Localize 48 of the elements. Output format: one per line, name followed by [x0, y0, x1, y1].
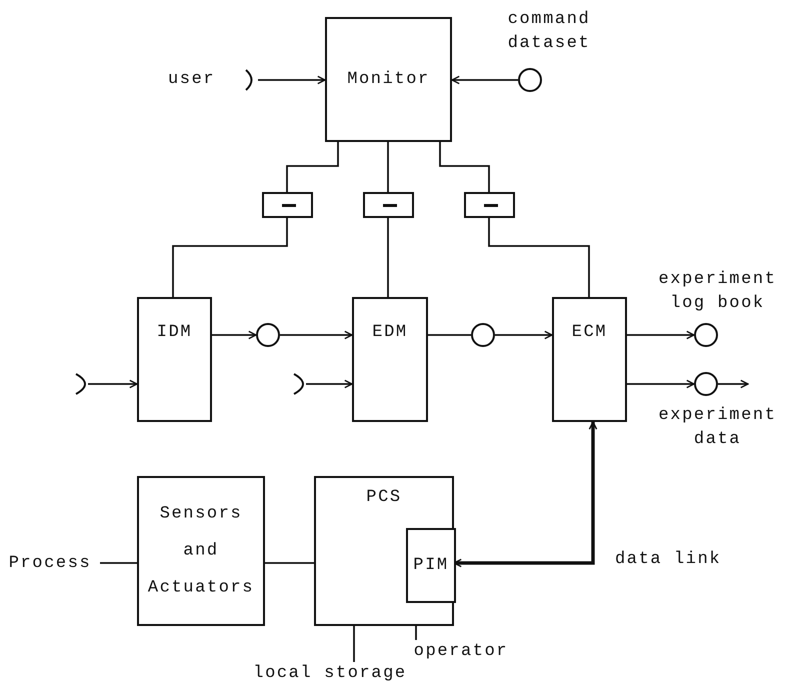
connector-line	[265, 562, 314, 564]
arrow	[495, 330, 553, 340]
text-label: Process	[8, 553, 92, 575]
module-box	[137, 476, 265, 626]
arrow	[280, 330, 353, 340]
connector-line	[439, 142, 490, 192]
text-label: user	[168, 69, 216, 91]
arrow	[88, 380, 138, 388]
connector-line	[415, 626, 417, 640]
text-label: local storage	[253, 663, 407, 685]
connector-line	[428, 334, 471, 336]
box-heading: PCS	[366, 487, 402, 509]
arrow	[258, 76, 326, 84]
arrow	[451, 76, 518, 84]
box-label: ECM	[572, 322, 608, 344]
box-label: PIM	[413, 554, 449, 576]
box-label: Monitor	[347, 68, 430, 90]
connector-line	[172, 218, 288, 297]
module-box	[325, 17, 452, 142]
arrow	[627, 380, 695, 388]
connector-line	[488, 218, 590, 297]
box-label: IDM	[156, 322, 192, 344]
store-label: experiment log book	[657, 269, 778, 315]
interface-box	[464, 192, 515, 218]
module-box	[406, 528, 456, 603]
connector-line	[387, 218, 389, 297]
connector-line	[100, 562, 137, 564]
arrow	[212, 330, 257, 340]
connector-line	[387, 142, 389, 192]
box-label: Sensors and Actuators	[146, 504, 256, 600]
interface-box	[262, 192, 313, 218]
module-box	[137, 297, 212, 422]
data-store-circle	[471, 323, 495, 347]
connector-line	[353, 626, 355, 662]
arrow	[718, 380, 749, 388]
box-label: EDM	[372, 322, 408, 344]
data-store-circle	[256, 323, 280, 347]
edge-label: data link	[615, 550, 722, 569]
connector-line	[286, 142, 339, 192]
store-label: experiment data	[657, 405, 778, 451]
arrow	[306, 380, 353, 388]
module-box	[352, 297, 428, 422]
interface-box	[363, 192, 414, 218]
module-box	[552, 297, 627, 422]
arrow	[627, 330, 695, 340]
container-box	[314, 476, 454, 626]
text-label: operator	[414, 641, 508, 663]
store-label: command dataset	[506, 9, 592, 55]
